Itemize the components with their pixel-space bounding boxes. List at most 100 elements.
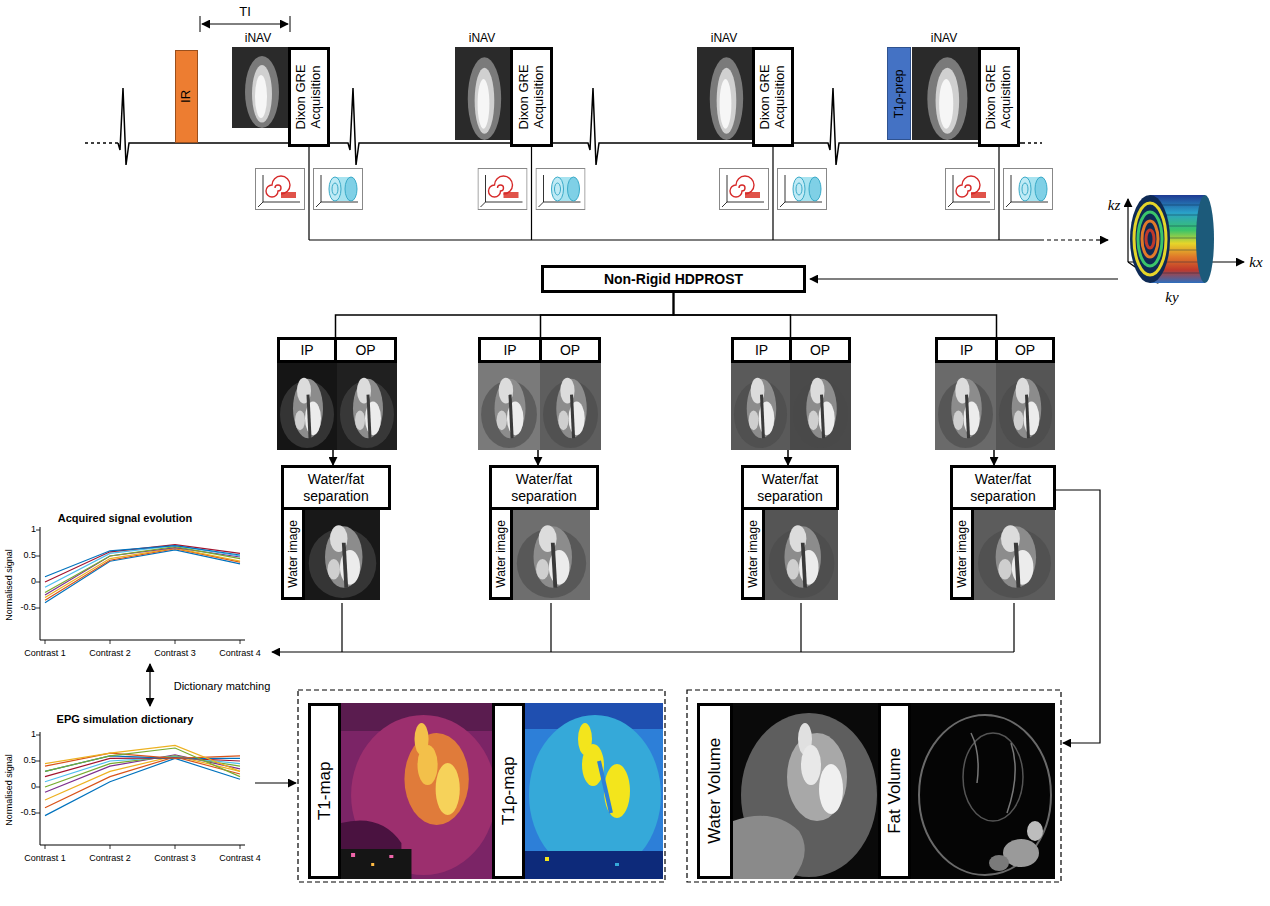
- tick-label: 1: [31, 730, 36, 740]
- box-text: Non-Rigid HDPROST: [604, 271, 743, 287]
- box-text: Water image: [746, 513, 760, 594]
- box-text: Dixon GRE Acquisition: [517, 53, 547, 141]
- label-text: iNAV: [931, 31, 957, 45]
- acquisition-box: Dixon GRE Acquisition: [288, 47, 330, 147]
- label-text: ky: [1165, 289, 1178, 305]
- map-tag: Water Volume: [697, 703, 733, 879]
- tick-label: Contrast 3: [154, 854, 196, 864]
- tick-label: 0.5: [23, 756, 36, 766]
- acquisition-box: Dixon GRE Acquisition: [978, 47, 1020, 147]
- label-text: 0.5: [23, 550, 36, 560]
- label-text: kx: [1249, 254, 1262, 270]
- map-tag: Fat Volume: [878, 703, 911, 879]
- label-text: Contrast 3: [154, 853, 196, 863]
- process-box: Water/fat separation: [281, 465, 391, 510]
- image-tag: Water image: [950, 507, 974, 600]
- interval-label: TI: [239, 5, 251, 19]
- axis-title: Normalised signal: [5, 549, 15, 621]
- tick-label: -0.5: [20, 603, 36, 613]
- echo-box: OP: [539, 337, 601, 363]
- box-text: IR: [179, 54, 194, 139]
- box-text: OP: [355, 342, 375, 358]
- arrow-label: Dictionary matching: [174, 680, 271, 692]
- box-text: Water image: [494, 513, 508, 594]
- label-text: iNAV: [711, 31, 737, 45]
- label-text: iNAV: [469, 31, 495, 45]
- process-box: Water/fat separation: [741, 465, 839, 510]
- image-tag: Water image: [741, 507, 765, 600]
- process-box: Water/fat separation: [950, 465, 1056, 510]
- box-text: Water/fat separation: [748, 471, 832, 503]
- tick-label: Contrast 3: [154, 649, 196, 659]
- box-text: Water/fat separation: [957, 471, 1049, 503]
- nav-label: iNAV: [931, 32, 957, 45]
- tick-label: 1: [31, 525, 36, 535]
- tick-label: Contrast 4: [219, 854, 261, 864]
- tick-label: 0: [31, 782, 36, 792]
- box-text: Water image: [286, 513, 300, 594]
- axis-label: kx: [1249, 254, 1262, 271]
- map-tag: T1ρ-map: [492, 703, 525, 879]
- echo-box: OP: [789, 337, 851, 363]
- box-text: Dixon GRE Acquisition: [984, 53, 1014, 141]
- label-text: iNAV: [245, 31, 271, 45]
- box-text: IP: [300, 342, 313, 358]
- tick-label: -0.5: [20, 808, 36, 818]
- tick-label: 0: [31, 577, 36, 587]
- box-text: Water/fat separation: [288, 471, 384, 503]
- label-text: 0: [31, 576, 36, 586]
- axis-label: ky: [1165, 289, 1178, 306]
- label-text: TI: [239, 4, 251, 19]
- label-text: Dictionary matching: [174, 680, 271, 692]
- echo-box: IP: [277, 337, 337, 363]
- connector: [541, 293, 674, 337]
- box-text: T1-map: [315, 709, 335, 873]
- tick-label: Contrast 1: [24, 649, 66, 659]
- box-text: T1ρ-prep: [892, 51, 906, 136]
- label-text: 0.5: [23, 755, 36, 765]
- label-text: Contrast 1: [24, 648, 66, 658]
- tick-label: Contrast 2: [89, 854, 131, 864]
- echo-box: IP: [478, 337, 542, 363]
- label-text: Acquired signal evolution: [58, 512, 192, 524]
- label-text: EPG simulation dictionary: [57, 713, 194, 725]
- box-text: IP: [960, 342, 973, 358]
- label-text: Contrast 4: [219, 853, 261, 863]
- nav-label: iNAV: [711, 32, 737, 45]
- tick-label: Contrast 4: [219, 649, 261, 659]
- label-text: Normalised signal: [4, 754, 14, 826]
- label-text: -0.5: [20, 602, 36, 612]
- echo-box: OP: [995, 337, 1055, 363]
- map-tag: T1-map: [308, 703, 341, 879]
- inversion-pulse: IR: [175, 50, 198, 143]
- tick-label: Contrast 2: [89, 649, 131, 659]
- box-text: T1ρ-map: [499, 709, 519, 873]
- box-text: OP: [1015, 342, 1035, 358]
- nav-label: iNAV: [469, 32, 495, 45]
- box-text: OP: [560, 342, 580, 358]
- process-box: Water/fat separation: [489, 465, 599, 510]
- box-text: Water Volume: [705, 709, 725, 873]
- label-text: 1: [31, 729, 36, 739]
- box-text: IP: [503, 342, 516, 358]
- echo-box: IP: [731, 337, 792, 363]
- box-text: Water image: [955, 513, 969, 594]
- label-text: 0: [31, 781, 36, 791]
- label-text: Contrast 2: [89, 853, 131, 863]
- label-text: kz: [1108, 197, 1121, 213]
- acquisition-box: Dixon GRE Acquisition: [752, 47, 794, 147]
- connector: [674, 293, 997, 337]
- label-text: -0.5: [20, 807, 36, 817]
- axis-title: Normalised signal: [5, 754, 15, 826]
- label-text: 1: [31, 524, 36, 534]
- acquisition-box: Dixon GRE Acquisition: [510, 47, 553, 147]
- axis-label: kz: [1108, 197, 1121, 214]
- box-text: Dixon GRE Acquisition: [294, 53, 324, 141]
- image-tag: Water image: [281, 507, 305, 600]
- nav-label: iNAV: [245, 32, 271, 45]
- box-text: OP: [810, 342, 830, 358]
- connector: [336, 293, 674, 337]
- echo-box: OP: [334, 337, 397, 363]
- echo-box: IP: [935, 337, 998, 363]
- label-text: Contrast 3: [154, 648, 196, 658]
